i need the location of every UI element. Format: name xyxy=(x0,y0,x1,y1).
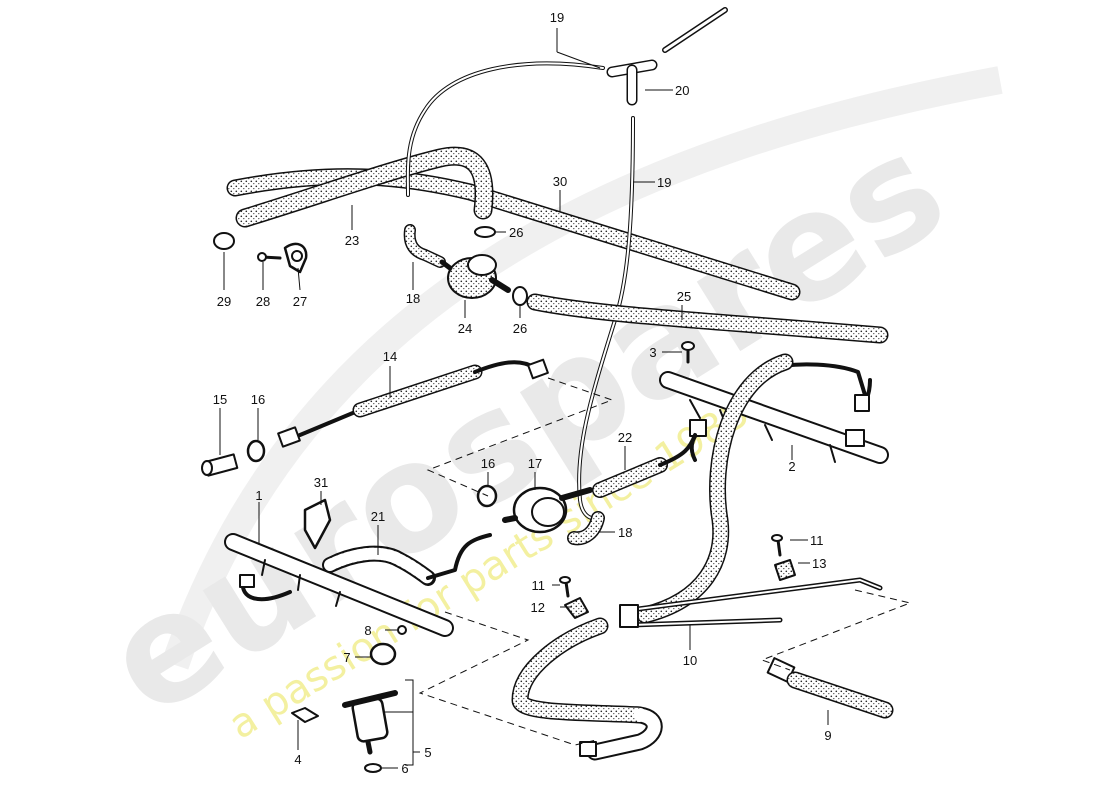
callout-23: 23 xyxy=(345,233,359,248)
hose-18-lower xyxy=(567,511,605,546)
seal-16-left xyxy=(246,439,266,463)
bracket-13 xyxy=(774,559,796,581)
callout-29: 29 xyxy=(217,294,231,309)
bolt-11-right xyxy=(771,534,783,557)
callout-17: 17 xyxy=(528,456,542,471)
bracket-27 xyxy=(283,242,308,274)
watermark: eurospares a passion for parts since 198… xyxy=(77,66,1003,751)
fuel-rail-2 xyxy=(659,362,889,464)
callout-21: 21 xyxy=(371,509,385,524)
bracket-12 xyxy=(564,597,589,619)
callout-31: 31 xyxy=(314,475,328,490)
hose-22 xyxy=(592,433,697,498)
hose-9 xyxy=(766,657,894,719)
callout-26-upper: 26 xyxy=(509,225,523,240)
bolt-3 xyxy=(681,341,695,364)
clip-4 xyxy=(291,707,319,723)
pressure-damper-24 xyxy=(439,254,511,299)
callout-19-top: 19 xyxy=(550,10,564,25)
vacuum-line-19-upper xyxy=(405,61,605,197)
callout-11-left: 11 xyxy=(532,578,546,593)
clip-31 xyxy=(303,498,332,550)
callout-25: 25 xyxy=(677,289,691,304)
callout-27: 27 xyxy=(293,294,307,309)
callout-10: 10 xyxy=(683,653,697,668)
callout-16-left: 16 xyxy=(251,392,265,407)
callout-5: 5 xyxy=(424,745,431,760)
callout-22: 22 xyxy=(618,430,632,445)
callout-4: 4 xyxy=(294,752,301,767)
callout-20: 20 xyxy=(675,83,689,98)
callout-28: 28 xyxy=(256,294,270,309)
callout-15: 15 xyxy=(213,392,227,407)
callout-9: 9 xyxy=(824,728,831,743)
parts-drawing xyxy=(201,7,894,773)
callout-7: 7 xyxy=(343,650,350,665)
banjo-bolt-15 xyxy=(201,453,239,477)
hose-18-upper xyxy=(403,224,446,268)
callout-11-right: 11 xyxy=(810,533,824,548)
callout-14: 14 xyxy=(383,349,397,364)
callout-26-lower: 26 xyxy=(513,321,527,336)
callout-18-upper: 18 xyxy=(406,291,420,306)
callout-19-mid: 19 xyxy=(657,175,671,190)
fuel-line-14 xyxy=(277,358,549,448)
callout-13: 13 xyxy=(812,556,826,571)
leader-lines xyxy=(219,28,829,769)
o-ring-6 xyxy=(364,763,382,773)
callout-16-right: 16 xyxy=(481,456,495,471)
watermark-brand: eurospares xyxy=(77,100,974,750)
fuel-rail-1 xyxy=(224,533,454,637)
t-fitting-20 xyxy=(606,7,728,106)
pressure-regulator-17 xyxy=(502,486,593,534)
braided-hose-21 xyxy=(322,533,492,586)
callout-24: 24 xyxy=(458,321,472,336)
hose-23 xyxy=(235,146,494,228)
callout-6: 6 xyxy=(401,761,408,776)
callout-30: 30 xyxy=(553,174,567,189)
callout-3: 3 xyxy=(649,345,656,360)
clamp-29 xyxy=(213,232,235,250)
clamp-26-lower xyxy=(512,286,528,306)
clamp-26-upper xyxy=(474,226,496,238)
callout-2: 2 xyxy=(788,459,795,474)
callout-12: 12 xyxy=(531,600,545,615)
callout-18-lower: 18 xyxy=(618,525,632,540)
callout-8: 8 xyxy=(364,623,371,638)
hose-25 xyxy=(526,293,889,344)
fuel-line-10 xyxy=(511,577,883,761)
washer-8 xyxy=(397,625,407,635)
bolt-11-left xyxy=(559,576,571,598)
callout-1: 1 xyxy=(255,488,262,503)
cap-7 xyxy=(369,642,397,666)
callout-labels: 19 20 19 30 23 26 29 28 27 18 24 26 25 1… xyxy=(213,10,832,776)
injector-5 xyxy=(342,690,398,755)
assembly-lines xyxy=(418,377,912,746)
